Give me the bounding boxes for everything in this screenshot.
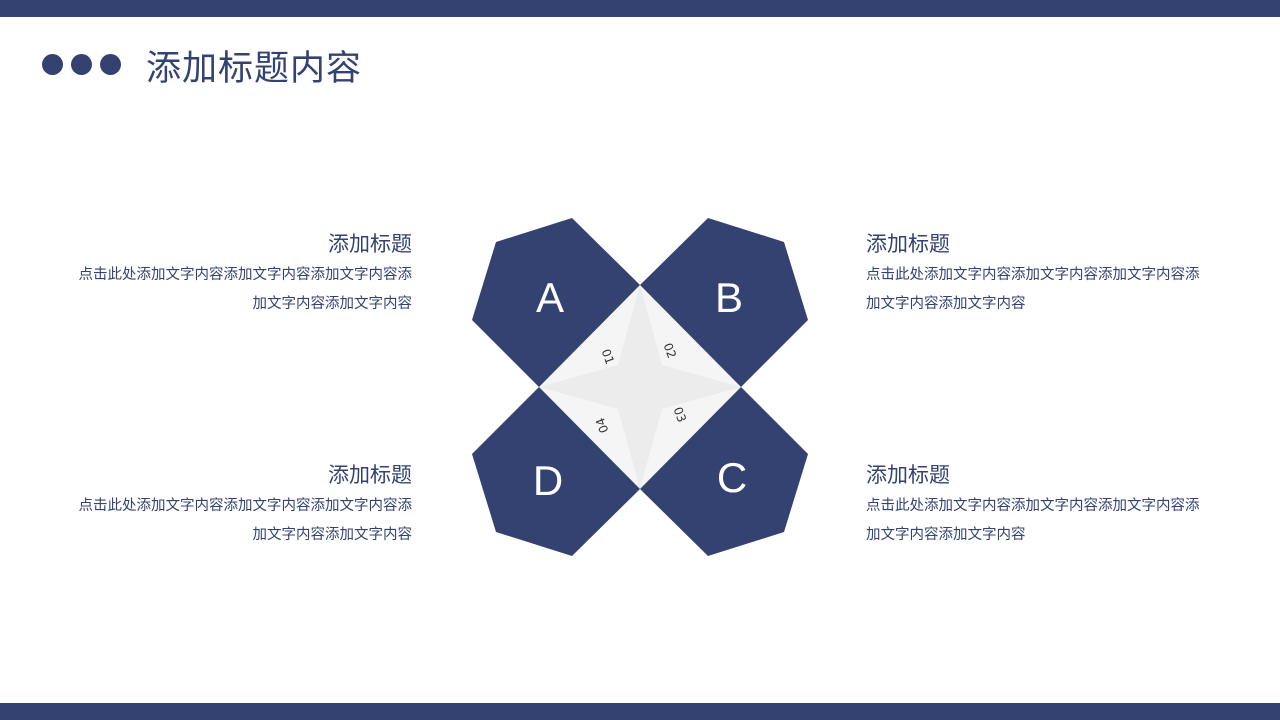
petal-c-letter: C <box>717 454 747 501</box>
text-block-top-right: 添加标题 点击此处添加文字内容添加文字内容添加文字内容添加文字内容添加文字内容 <box>866 231 1216 319</box>
petal-a-shape <box>472 218 640 387</box>
text-block-bottom-left: 添加标题 点击此处添加文字内容添加文字内容添加文字内容添加文字内容添加文字内容 <box>62 462 413 550</box>
text-block-bottom-right: 添加标题 点击此处添加文字内容添加文字内容添加文字内容添加文字内容添加文字内容 <box>866 462 1216 550</box>
petal-c[interactable]: C <box>640 387 808 556</box>
block-title: 添加标题 <box>866 463 950 487</box>
petal-d[interactable]: D <box>472 387 640 556</box>
petal-c-shape <box>640 387 808 556</box>
petal-d-shape <box>472 387 640 556</box>
petal-b-shape <box>640 218 808 387</box>
block-body: 点击此处添加文字内容添加文字内容添加文字内容添加文字内容添加文字内容 <box>78 498 413 543</box>
text-block-top-left: 添加标题 点击此处添加文字内容添加文字内容添加文字内容添加文字内容添加文字内容 <box>62 231 413 319</box>
petal-b-letter: B <box>715 274 743 321</box>
petal-c-number: 03 <box>671 405 689 424</box>
petal-d-number: 04 <box>593 416 611 435</box>
block-title: 添加标题 <box>328 232 412 256</box>
petal-a-letter: A <box>536 274 564 321</box>
top-accent-bar <box>0 0 1280 17</box>
petal-a-number: 01 <box>599 347 617 366</box>
petal-b[interactable]: B <box>640 218 808 387</box>
dot-1 <box>42 54 63 75</box>
petal-a[interactable]: A <box>472 218 640 387</box>
dot-3 <box>100 54 121 75</box>
title-dots-decoration <box>42 54 121 75</box>
block-title: 添加标题 <box>328 463 412 487</box>
petal-b-number: 02 <box>661 341 679 360</box>
block-body: 点击此处添加文字内容添加文字内容添加文字内容添加文字内容添加文字内容 <box>78 267 413 312</box>
block-body: 点击此处添加文字内容添加文字内容添加文字内容添加文字内容添加文字内容 <box>866 498 1200 543</box>
petal-d-letter: D <box>533 457 563 504</box>
block-body: 点击此处添加文字内容添加文字内容添加文字内容添加文字内容添加文字内容 <box>866 267 1200 312</box>
page-title: 添加标题内容 <box>146 49 363 89</box>
star-decoration <box>539 285 741 489</box>
block-title: 添加标题 <box>866 232 950 256</box>
dot-2 <box>71 54 92 75</box>
bottom-accent-bar <box>0 703 1280 720</box>
